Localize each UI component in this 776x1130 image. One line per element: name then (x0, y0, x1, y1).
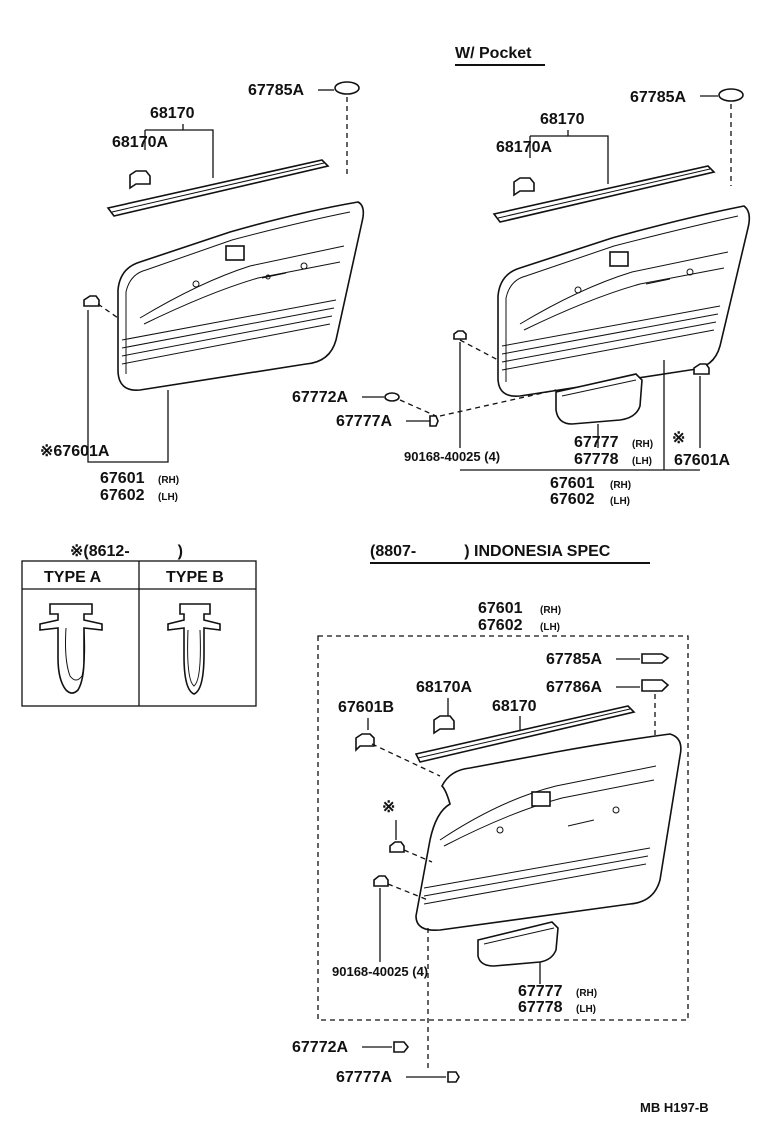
label-67778: 67778 (518, 999, 563, 1016)
weatherstrip-68170 (414, 705, 636, 763)
label-68170: 68170 (540, 111, 585, 128)
grommet-67785A (718, 88, 744, 102)
label-67601A: ※67601A (40, 443, 110, 460)
label-67777: 67777 (518, 983, 563, 1000)
dashed-frame (317, 635, 689, 1021)
label-67602: 67602 (478, 617, 523, 634)
label-67778: 67778 (574, 451, 619, 468)
type-b-clip-icon (167, 603, 221, 695)
label-67785A: 67785A (248, 82, 304, 99)
door-handle-bezel (609, 251, 629, 267)
label-lh: (LH) (158, 492, 178, 503)
clip-type-table: ※(8612- ) TYPE A TYPE B (21, 543, 257, 707)
label-67601A: 67601A (674, 452, 730, 469)
clip-67601B (355, 733, 375, 752)
label-67772A: 67772A (292, 389, 348, 406)
label-68170A: 68170A (112, 134, 168, 151)
label-67601B: 67601B (338, 699, 394, 716)
label-90168: 90168-40025 (4) (332, 964, 428, 979)
clip-asterisk (389, 841, 405, 853)
clip-67601A (83, 295, 100, 307)
table-caption: ※(8612- ) (70, 543, 183, 560)
door-handle-bezel (225, 245, 245, 261)
grommet-67785A (334, 81, 360, 95)
header-indonesia-spec: (8807- ) INDONESIA SPEC (370, 543, 611, 560)
clip-68170A (513, 177, 535, 197)
screw-90168 (373, 875, 389, 887)
door-pocket-67777 (555, 373, 643, 425)
label-68170A: 68170A (496, 139, 552, 156)
label-67785A: 67785A (546, 651, 602, 668)
label-90168: 90168-40025 (4) (404, 449, 500, 464)
label-rh-2: (RH) (576, 988, 597, 999)
cap-67772A (384, 392, 400, 402)
door-trim-panel (497, 205, 751, 397)
door-pocket-67777 (477, 921, 559, 967)
label-67777: 67777 (574, 434, 619, 451)
label-68170: 68170 (150, 105, 195, 122)
mark-asterisk: ※ (672, 430, 685, 447)
label-67601: 67601 (550, 475, 595, 492)
type-b-header: TYPE B (166, 569, 224, 586)
label-rh-2: (RH) (610, 480, 631, 491)
label-68170A: 68170A (416, 679, 472, 696)
top-left-assembly: 67785A 68170 68170A ※67601A 6 (40, 81, 365, 504)
top-right-assembly: W/ Pocket 67785A 68170 68170A (292, 45, 751, 508)
label-67777A: 67777A (336, 413, 392, 430)
screw-67777A (447, 1071, 460, 1083)
door-trim-panel (415, 733, 682, 932)
cap-67785A (641, 653, 670, 664)
label-67601: 67601 (478, 600, 523, 617)
header-w-pocket: W/ Pocket (455, 45, 532, 62)
label-67772A: 67772A (292, 1039, 348, 1056)
label-rh: (RH) (632, 439, 653, 450)
label-68170: 68170 (492, 698, 537, 715)
screw-67777A (429, 415, 439, 427)
label-67601: 67601 (100, 470, 145, 487)
label-lh-2: (LH) (576, 1004, 596, 1015)
label-rh: (RH) (158, 475, 179, 486)
label-lh-2: (LH) (610, 496, 630, 507)
type-a-clip-icon (39, 603, 103, 694)
label-67777A: 67777A (336, 1069, 392, 1086)
label-rh: (RH) (540, 605, 561, 616)
label-67602: 67602 (550, 491, 595, 508)
door-handle-bezel (531, 791, 551, 807)
footer-code: MB H197-B (640, 1100, 709, 1115)
screw-90168 (453, 330, 467, 340)
clip-68170A (129, 170, 151, 190)
label-lh: (LH) (540, 622, 560, 633)
mark-asterisk: ※ (382, 799, 395, 816)
type-a-header: TYPE A (44, 569, 102, 586)
cap-67772A (393, 1041, 410, 1053)
door-trim-panel (117, 201, 365, 391)
indonesia-spec-assembly: (8807- ) INDONESIA SPEC 67601 (RH) 67602… (292, 543, 689, 1086)
label-67602: 67602 (100, 487, 145, 504)
clip-67601A (693, 363, 710, 375)
label-67785A: 67785A (630, 89, 686, 106)
label-lh: (LH) (632, 456, 652, 467)
cap-67786A (641, 679, 670, 692)
label-67786A: 67786A (546, 679, 602, 696)
clip-68170A (433, 715, 455, 735)
